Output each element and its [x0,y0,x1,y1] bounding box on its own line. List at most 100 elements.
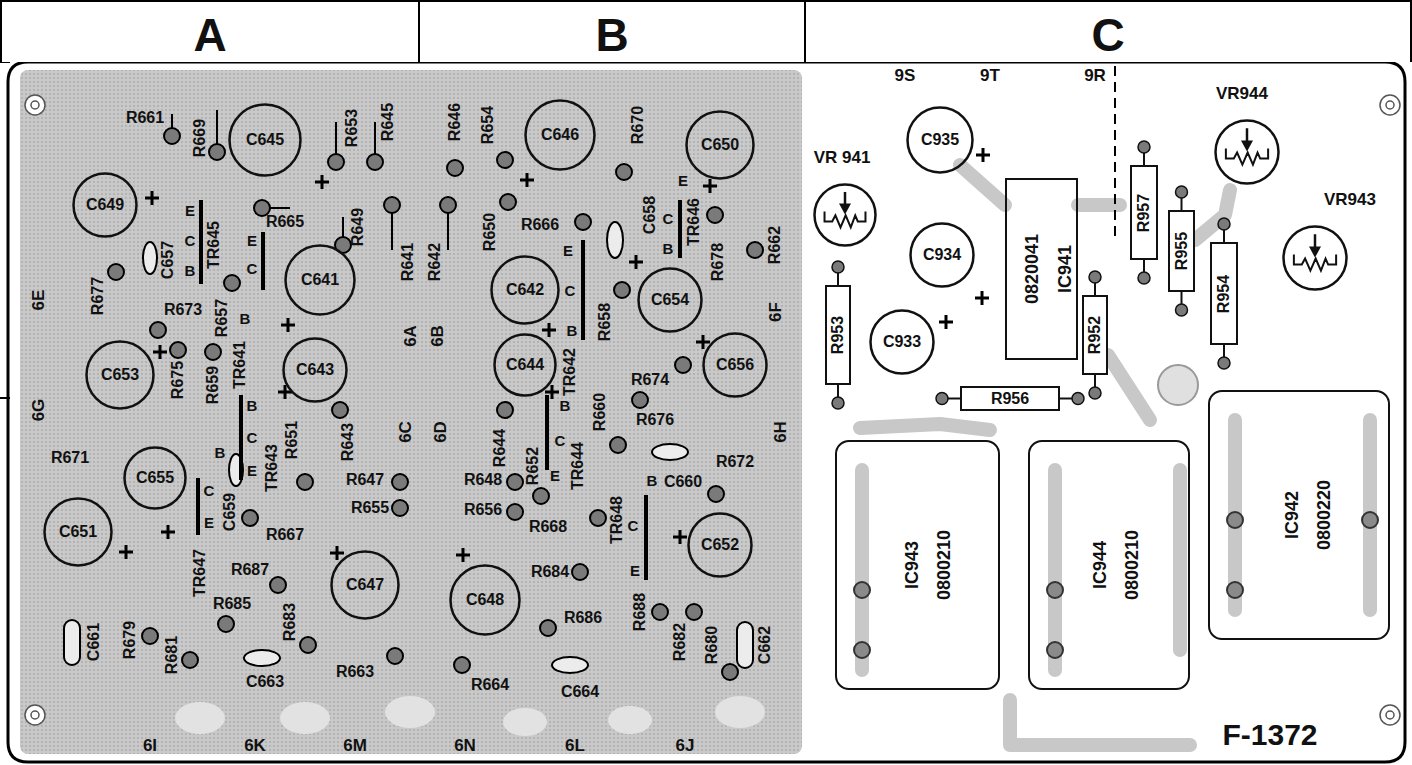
pin-label: B [240,311,251,326]
part-label: R651 [284,421,300,459]
potentiometer-symbol [1282,225,1348,291]
trimmer-potentiometer-label: VR 941 [814,149,871,166]
part-label: R673 [164,302,202,318]
pin-label: B [560,398,571,413]
board-outline [8,62,1405,762]
resistor-pad [500,194,516,210]
part-label: R667 [266,527,304,543]
resistor-pad [1176,304,1188,316]
resistor-pad [497,152,513,168]
polarity-mark [281,318,295,332]
capacitor-outline [74,174,137,237]
resistor-pad [387,648,403,664]
resistor-pad [454,657,470,673]
electrolytic-capacitor-label: C646 [541,127,579,143]
part-label: R681 [164,636,180,674]
part-label: R641 [400,243,416,281]
polarity-mark [153,345,167,359]
resistor-pad [1089,387,1101,399]
resistor-pad [440,197,456,213]
capacitor-outline [526,101,595,170]
trimmer-potentiometer: VR 941 [813,149,877,247]
capacitor-outline [495,335,556,396]
resistor-pad [614,282,630,298]
resistor-pad [507,474,523,490]
capacitor-outline [689,514,752,577]
resistor-pad [224,275,240,291]
pin-label: C [628,518,639,533]
pin-label: B [215,445,226,460]
electrolytic-capacitor: C654 [637,267,703,333]
resistor-pad [1218,218,1230,230]
transistor-outline [545,395,549,470]
part-label: R648 [464,472,502,488]
resistor-pad [936,393,948,405]
pin-label: C [565,283,576,298]
grid-reference: 6M [343,737,367,754]
polarity-mark [703,179,717,193]
board-number: F-1372 [1222,720,1317,750]
grid-reference: 6N [454,737,476,754]
ceramic-capacitor-symbol [552,657,588,673]
part-label: R647 [346,472,384,488]
potentiometer-symbol [1214,119,1280,185]
resistor-pad [610,437,626,453]
cut-line [1114,66,1116,240]
capacitor-outline [704,334,767,397]
electrolytic-capacitor-label: C643 [296,362,334,378]
resistor-pad [142,628,158,644]
transistor-outline [581,240,585,340]
grid-reference: 6K [244,737,266,754]
zone-header: A [0,0,420,62]
part-label: C663 [246,674,284,690]
potentiometer-outline [1284,227,1347,290]
resistor-pad [1072,393,1084,405]
ic-package-label: IC944 [1091,541,1109,589]
electrolytic-capacitor-label: C647 [346,577,384,593]
resistor-pad [507,504,523,520]
part-label: R665 [266,214,304,230]
part-label: C660 [664,474,702,490]
pin-label: C [247,430,258,445]
electrolytic-capacitor-label: C642 [506,282,544,298]
capacitor-outline [332,552,399,619]
part-label: C658 [642,196,658,234]
part-label: R687 [231,562,269,578]
pin-label: E [247,233,257,248]
resistor-pad [652,604,668,620]
resistor-pad [218,616,234,632]
capacitor-outline [125,448,186,509]
trimmer-potentiometer-label: VR944 [1216,85,1268,102]
potentiometer-outline [815,185,876,246]
resistor-pad [209,144,225,160]
part-label: R663 [336,664,374,680]
polarity-mark [975,291,989,305]
resistor-pad [332,402,348,418]
resistor-pad [1138,272,1150,284]
grid-reference: 9R [1084,67,1106,84]
zone-header-label: C [1091,12,1124,58]
pin-label: E [678,173,688,188]
resistor-pad [575,214,591,230]
resistor-pad [1176,186,1188,198]
electrolytic-capacitor: C644 [493,333,557,397]
part-label: R652 [525,447,541,485]
ic-package-label: IC941 [1056,245,1074,293]
part-label: R646 [447,103,463,141]
part-label: TR644 [570,442,586,490]
capacitor-outline [908,108,973,173]
capacitor-outline [911,224,974,287]
trimmer-potentiometer: VR943 [1282,191,1348,291]
zone-header: B [420,0,806,62]
resistor-body: R954 [1210,242,1238,345]
polarity-mark [456,548,470,562]
transistor-outline [678,200,682,258]
potentiometer-symbol [813,183,877,247]
copper-ground-area [20,70,802,754]
resistor-pad [367,154,383,170]
polarity-mark [161,525,175,539]
part-label: R649 [350,208,366,246]
ic-package-label: IC942 [1283,491,1301,539]
part-label: R664 [471,677,509,693]
part-label: R683 [282,603,298,641]
